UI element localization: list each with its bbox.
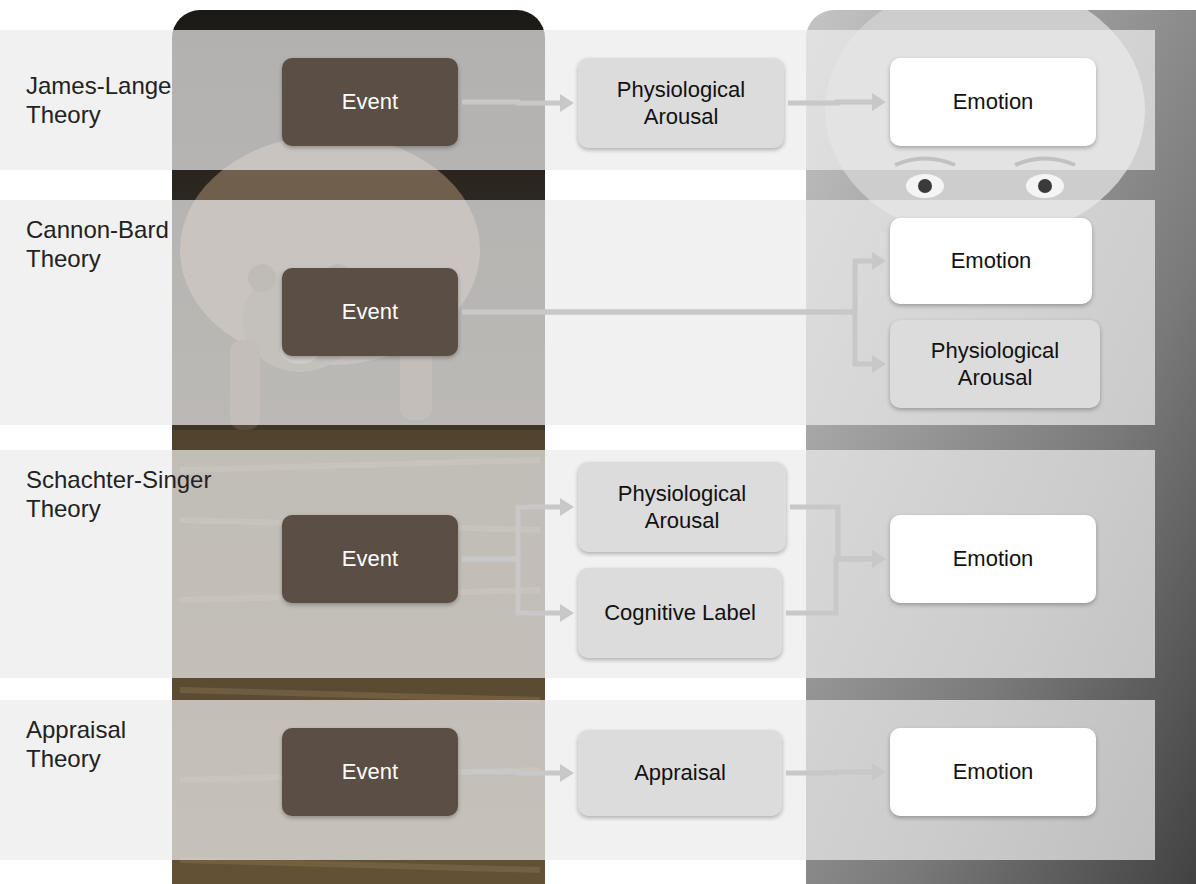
event-box: Event xyxy=(282,268,458,356)
theory-band: Cannon-Bard TheoryEvent EmotionPhysiologi… xyxy=(0,200,1155,425)
box-label: Physiological Arousal xyxy=(588,76,774,131)
theory-band: Appraisal TheoryEvent Appraisal Emotion xyxy=(0,700,1155,860)
box-label: Event xyxy=(342,298,398,326)
theory-title: Appraisal Theory xyxy=(26,716,166,774)
theory-band: James-Lange Theory Event Physiological Aro… xyxy=(0,30,1155,170)
theory-band: Schachter-Singer TheoryEvent Physiologica… xyxy=(0,450,1155,678)
event-box: Event xyxy=(282,515,458,603)
box-label: Cognitive Label xyxy=(604,599,756,627)
event-box: Event xyxy=(282,58,458,146)
theory-title: Cannon-Bard Theory xyxy=(26,216,196,274)
emotion-box: Emotion xyxy=(890,728,1096,816)
process-box: Appraisal xyxy=(578,730,782,816)
box-label: Emotion xyxy=(953,545,1034,573)
process-box: Physiological Arousal xyxy=(578,58,784,148)
box-label: Event xyxy=(342,88,398,116)
process-box: Physiological Arousal xyxy=(578,462,786,552)
box-label: Appraisal xyxy=(634,759,726,787)
box-label: Emotion xyxy=(951,247,1032,275)
box-label: Emotion xyxy=(953,758,1034,786)
theory-title: Schachter-Singer Theory xyxy=(26,466,266,524)
process-box: Physiological Arousal xyxy=(890,320,1100,408)
box-label: Physiological Arousal xyxy=(900,337,1090,392)
emotion-box: Emotion xyxy=(890,218,1092,304)
box-label: Emotion xyxy=(953,88,1034,116)
theory-title: James-Lange Theory xyxy=(26,72,196,130)
box-label: Event xyxy=(342,758,398,786)
box-label: Event xyxy=(342,545,398,573)
event-box: Event xyxy=(282,728,458,816)
process-box: Cognitive Label xyxy=(578,568,782,658)
box-label: Physiological Arousal xyxy=(588,480,776,535)
emotion-box: Emotion xyxy=(890,515,1096,603)
emotion-box: Emotion xyxy=(890,58,1096,146)
